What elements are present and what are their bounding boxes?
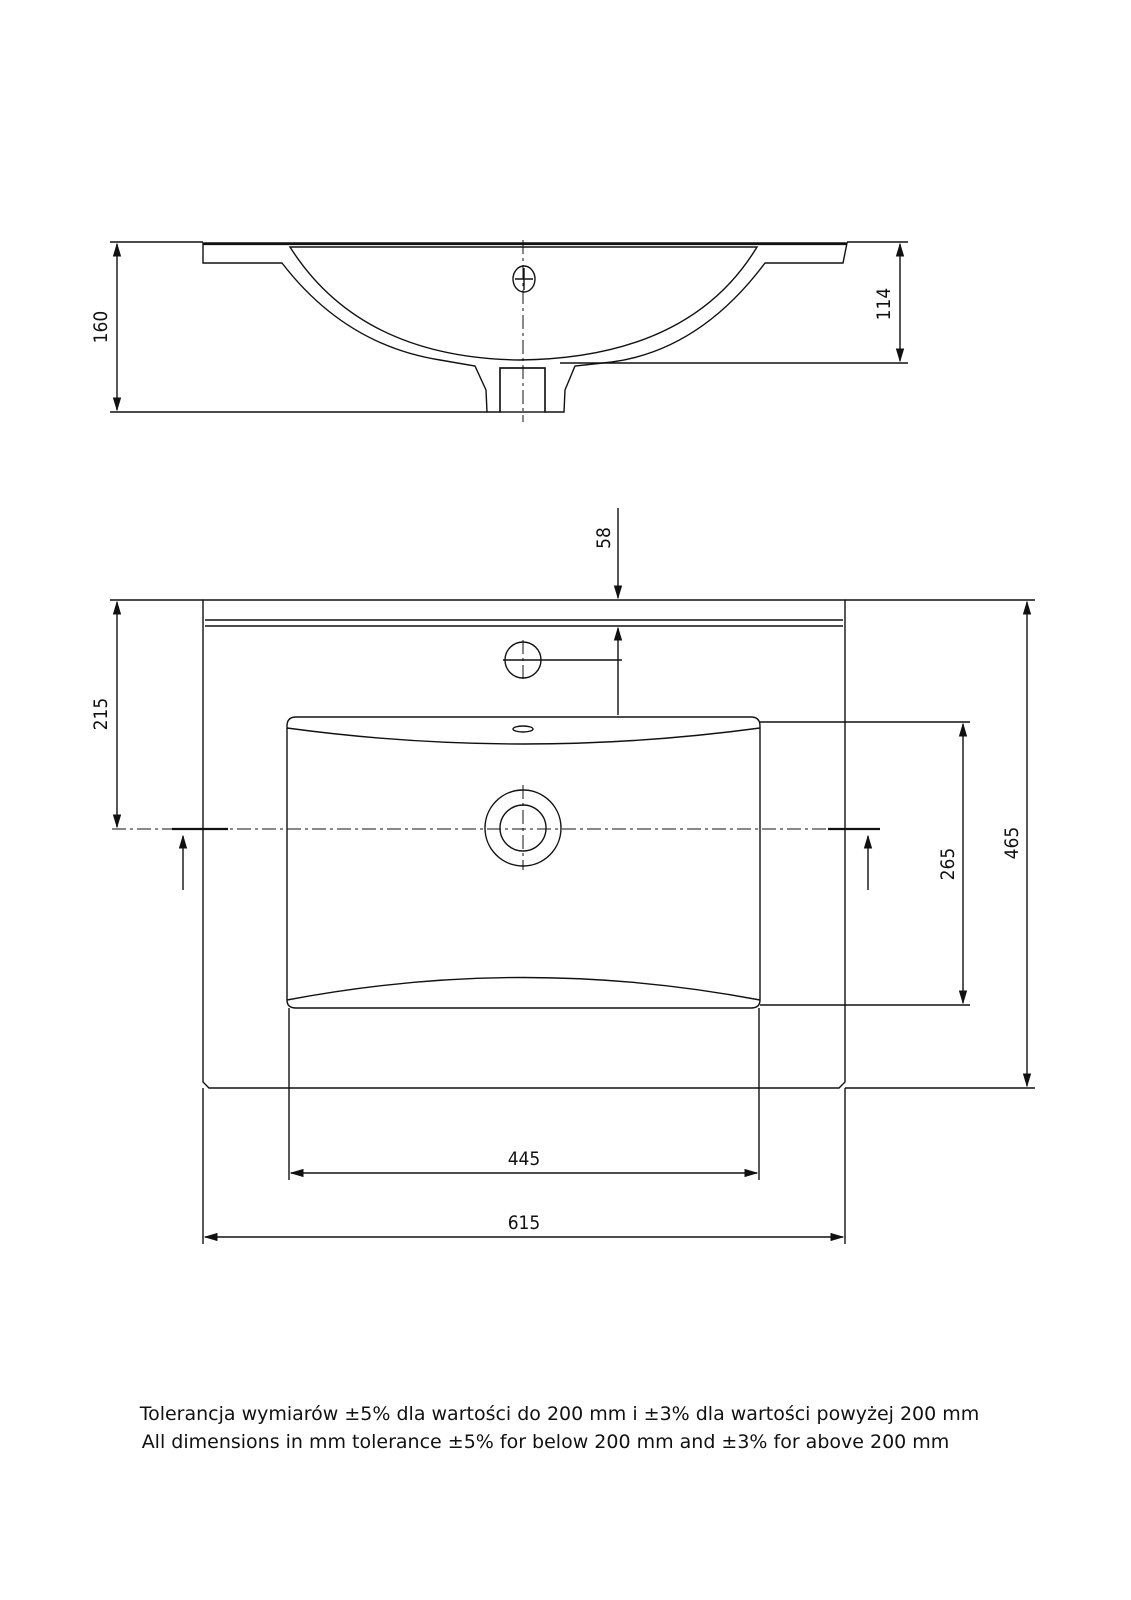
dim-basin-445: 445 bbox=[508, 1148, 541, 1170]
dim-drain-215: 215 bbox=[90, 698, 112, 731]
dim-basin-265: 265 bbox=[937, 848, 959, 881]
tolerance-note-pl: Tolerancja wymiarów ±5% dla wartości do … bbox=[139, 1403, 980, 1425]
tolerance-note-en: All dimensions in mm tolerance ±5% for b… bbox=[141, 1431, 950, 1453]
dim-depth-114: 114 bbox=[873, 288, 895, 321]
dim-total-615: 615 bbox=[508, 1212, 541, 1234]
dim-total-465: 465 bbox=[1001, 827, 1023, 860]
dim-tap-58: 58 bbox=[593, 527, 615, 549]
side-section-view: 160 114 bbox=[90, 240, 908, 422]
top-view: 58 215 265 465 445 615 bbox=[90, 508, 1035, 1244]
dim-height-160: 160 bbox=[90, 311, 112, 344]
